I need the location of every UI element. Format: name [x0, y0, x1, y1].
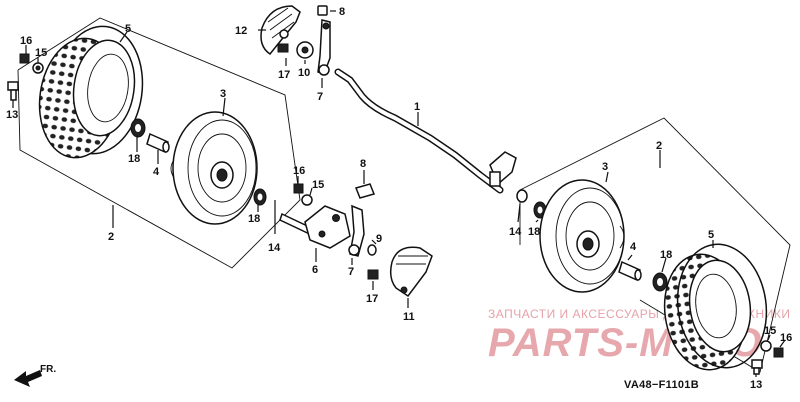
right-collar-4: [618, 260, 642, 282]
callout-16-right: 16: [780, 332, 792, 344]
callout-12: 12: [235, 25, 247, 37]
callout-3-right: 3: [602, 161, 608, 173]
right-washer-15: [760, 340, 772, 352]
callout-11: 11: [403, 311, 415, 323]
callout-13-left: 13: [6, 109, 18, 121]
callout-18-right-b: 18: [660, 249, 672, 261]
axle-rod-1: 1: [334, 68, 517, 194]
callout-7-top: 7: [317, 91, 323, 103]
callout-15-left: 15: [35, 47, 47, 59]
callout-2-right: 2: [656, 140, 662, 152]
left-wheel-rim: [170, 111, 258, 225]
knob-8-top: [317, 5, 328, 16]
callout-18-left-b: 18: [248, 213, 260, 225]
callout-14-right: 14: [509, 226, 522, 238]
right-nut-16: [773, 347, 784, 358]
diagram-code: VA48−F1101B: [624, 379, 699, 391]
callout-15-middle: 15: [312, 179, 324, 191]
left-assembly-bracket: [17, 17, 301, 269]
direction-label: FR.: [40, 364, 56, 375]
nut-17-middle: [367, 269, 379, 280]
left-bolt-13: [7, 81, 19, 101]
arrow-icon: [14, 370, 42, 387]
callout-17-top: 17: [278, 69, 290, 81]
right-washer-14: [516, 189, 528, 203]
callout-15-right: 15: [764, 325, 776, 337]
callout-1: 1: [414, 101, 420, 113]
left-collar-4: [146, 132, 170, 154]
left-bearing-18b: [253, 188, 267, 206]
right-wheel-rim: [539, 179, 625, 293]
adjuster-plate-12: [260, 5, 301, 56]
bracket-6: [304, 205, 351, 249]
callout-8-middle: 8: [360, 158, 366, 170]
nut-16-middle: [293, 183, 304, 194]
callout-4-left: 4: [153, 166, 160, 178]
callout-8-top: 8: [339, 6, 345, 18]
left-wheel-assembly: 16 15 13 5 3 18 4 2 18 14: [6, 17, 301, 269]
callout-10: 10: [298, 67, 310, 79]
callout-4-right: 4: [630, 241, 637, 253]
middle-adjuster-group: 16 15 8 9 6 7 17 11: [279, 158, 433, 323]
washer-15-middle: [301, 194, 313, 206]
right-wheel-assembly: 3 2 14 18 4 18 5 15 16 13: [509, 117, 792, 391]
left-nut-16: [19, 53, 30, 64]
nut-17-top: [277, 43, 289, 53]
callout-2-left: 2: [108, 231, 114, 243]
callout-3-left: 3: [220, 88, 226, 100]
callout-18-left: 18: [128, 153, 140, 165]
lever-7-middle: [349, 204, 365, 257]
callout-13-right: 13: [750, 379, 762, 391]
callout-16-left: 16: [20, 35, 32, 47]
callout-9: 9: [376, 233, 382, 245]
callout-5-left: 5: [125, 23, 131, 35]
knob-8-middle: [354, 183, 376, 199]
left-tire: [38, 25, 144, 159]
callout-14-left: 14: [268, 242, 281, 254]
pin-9: [367, 244, 377, 256]
callout-7-middle: 7: [348, 266, 354, 278]
left-bearing-18: [130, 118, 146, 138]
front-direction-arrow: FR.: [14, 364, 56, 387]
adjuster-plate-11: [389, 246, 433, 298]
callout-5-right: 5: [708, 229, 714, 241]
right-tire: [663, 243, 768, 371]
top-adjuster-group: 12 8 17 10 7: [235, 5, 345, 103]
callout-6: 6: [312, 264, 318, 276]
right-bolt-13: [751, 359, 763, 375]
callout-18-right-a: 18: [528, 226, 540, 238]
callout-17-middle: 17: [366, 293, 378, 305]
callout-16-middle: 16: [293, 165, 305, 177]
left-washer-15: [32, 62, 44, 74]
